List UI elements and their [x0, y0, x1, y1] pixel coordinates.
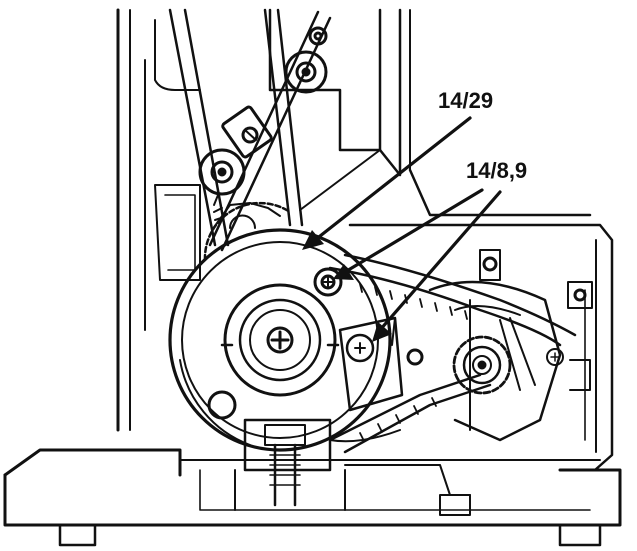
- side-hardware: [479, 249, 593, 391]
- callout-14-29: 14/29: [438, 88, 493, 113]
- cam-segment: [428, 280, 562, 442]
- upper-pulleys: [198, 26, 328, 196]
- main-flywheel: [168, 228, 392, 452]
- leader-lines: [302, 116, 502, 342]
- leader-14-8-9-b: [378, 190, 502, 332]
- tension-bracket: [338, 316, 424, 412]
- linkage-rods: [168, 8, 332, 252]
- arrowhead-14-8-9-b: [372, 322, 392, 342]
- small-sprocket: [452, 335, 512, 395]
- callout-14-8-9: 14/8,9: [466, 158, 527, 183]
- arrowhead-14-8-9-a: [333, 264, 354, 280]
- machine-frame: [3, 8, 622, 547]
- lower-mechanism: [234, 418, 471, 516]
- drive-gear: [203, 194, 292, 262]
- leader-14-29: [313, 116, 472, 242]
- leader-14-8-9-a: [343, 188, 484, 274]
- screw-top: [313, 267, 343, 297]
- arrowhead-14-29: [302, 230, 324, 250]
